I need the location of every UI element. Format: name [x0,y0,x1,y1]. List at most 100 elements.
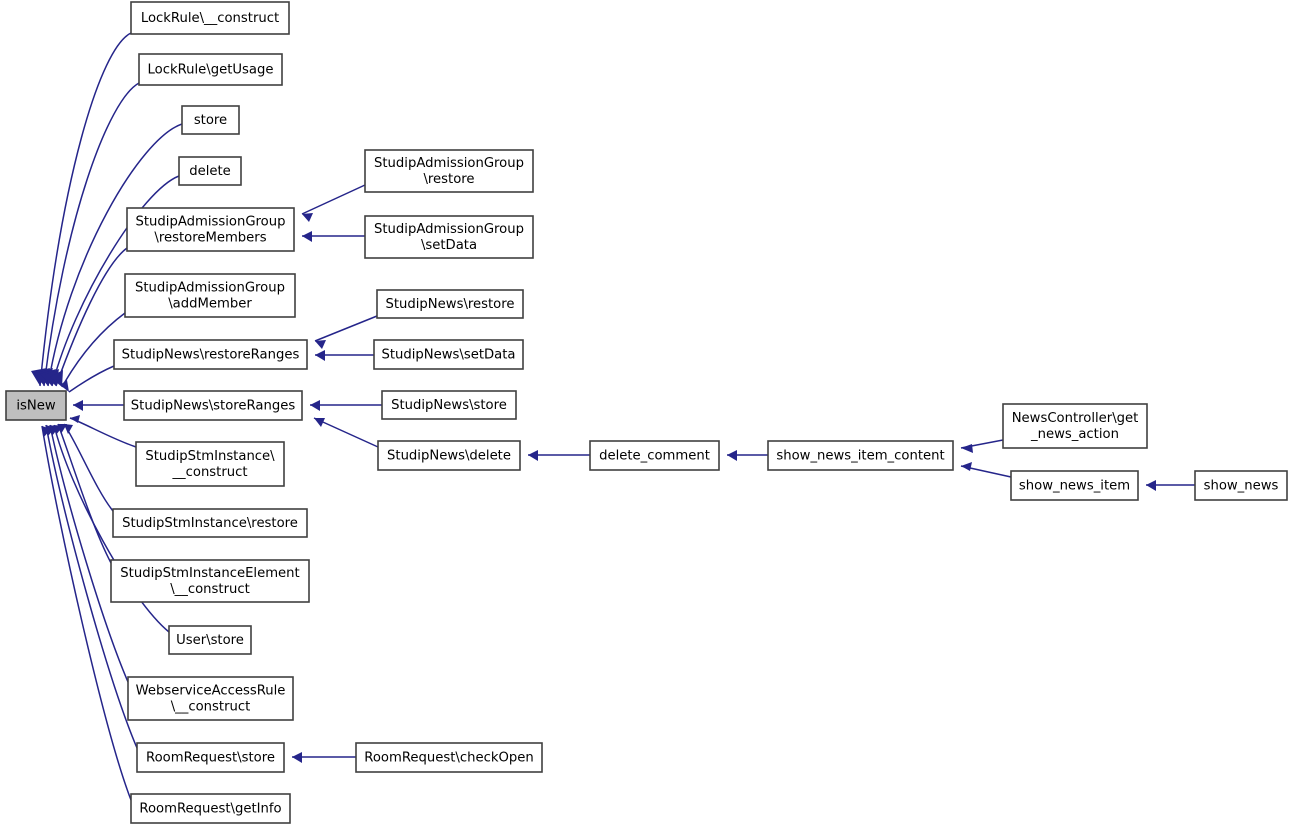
edge-line [51,175,180,387]
node-box[interactable] [130,793,291,824]
node-box[interactable] [136,742,285,773]
node-box[interactable] [1010,470,1139,501]
node-box[interactable] [168,625,252,655]
node-label: StudipNews\restoreRanges [122,348,300,363]
node-label: show_news [1204,479,1279,494]
node-box[interactable] [135,441,285,487]
node-box[interactable] [126,207,295,252]
node-box[interactable] [376,289,524,319]
arrowhead-icon [302,213,313,222]
node-sn_store[interactable]: StudipNews\store [381,390,517,420]
node-box[interactable] [373,339,524,370]
node-box[interactable] [181,105,240,135]
node-show_news_item[interactable]: show_news_item [1010,470,1139,501]
node-box[interactable] [138,53,283,86]
edge-rr_checkopen-to-rr_store [292,752,356,763]
edge-sn_restoreranges-to-isNew [60,365,115,393]
edges-layer [31,32,1195,801]
node-sag_addmember[interactable]: StudipAdmissionGroup\addMember [124,273,296,318]
node-snic[interactable]: show_news_item_content [767,440,954,471]
node-sn_restore[interactable]: StudipNews\restore [376,289,524,319]
arrowhead-icon [314,418,325,427]
edge-line [63,423,114,512]
node-box[interactable] [113,339,308,370]
node-rr_checkopen[interactable]: RoomRequest\checkOpen [355,742,543,773]
node-label: StudipAdmissionGroup\restoreMembers [136,215,286,246]
node-box[interactable] [355,742,543,773]
node-box[interactable] [130,1,290,35]
node-delete_comment[interactable]: delete_comment [589,440,720,471]
node-box[interactable] [364,215,534,259]
node-label: StudipStmInstance\restore [122,516,298,531]
node-delete[interactable]: delete [178,156,242,186]
node-label: User\store [176,633,244,648]
edge-line [47,123,183,387]
arrowhead-icon [727,450,737,461]
edge-sag_addmember-to-isNew [50,312,126,388]
node-label: RoomRequest\store [146,751,275,766]
node-rr_getinfo[interactable]: RoomRequest\getInfo [130,793,291,824]
node-ssi_ctor[interactable]: StudipStmInstance\__construct [135,441,285,487]
node-nc_get_news[interactable]: NewsController\get_news_action [1002,403,1148,449]
arrowhead-icon [73,400,83,411]
node-lockrule_usage[interactable]: LockRule\getUsage [138,53,283,86]
node-sn_delete[interactable]: StudipNews\delete [377,440,521,471]
node-sag_restoremem[interactable]: StudipAdmissionGroup\restoreMembers [126,207,295,252]
node-sag_restore[interactable]: StudipAdmissionGroup\restore [364,149,534,193]
node-lockrule_ctor[interactable]: LockRule\__construct [130,1,290,35]
edge-delete_comment-to-sn_delete [528,450,590,461]
node-sn_restoreranges[interactable]: StudipNews\restoreRanges [113,339,308,370]
arrowhead-icon [42,426,51,437]
arrowhead-icon [50,370,63,387]
node-box[interactable] [5,390,67,421]
arrowhead-icon [310,400,320,411]
edge-line [41,425,132,801]
edge-sn_storeranges-to-isNew [73,400,124,411]
edge-line [61,312,126,388]
edge-sn_delete-to-sn_storeranges [313,417,379,448]
node-box[interactable] [377,440,521,471]
edge-line [49,424,129,683]
node-box[interactable] [178,156,242,186]
node-box[interactable] [381,390,517,420]
edge-show_news_item-to-snic [960,462,1012,478]
node-label: StudipNews\restore [386,297,515,312]
edge-line [55,247,128,387]
node-ssie_ctor[interactable]: StudipStmInstanceElement\__construct [110,559,310,603]
node-isNew[interactable]: isNew [5,390,67,421]
edge-line [39,32,132,387]
node-store[interactable]: store [181,105,240,135]
edge-nc_get_news-to-snic [960,439,1004,453]
arrowhead-icon [292,752,302,763]
edge-line [53,424,170,633]
edge-line [45,424,138,749]
arrowhead-icon [60,380,69,392]
node-show_news[interactable]: show_news [1194,470,1288,501]
node-sag_setdata[interactable]: StudipAdmissionGroup\setData [364,215,534,259]
node-box[interactable] [767,440,954,471]
node-label: StudipAdmissionGroup\setData [374,222,524,253]
edge-war_ctor-to-isNew [49,424,129,683]
node-box[interactable] [589,440,720,471]
node-box[interactable] [112,508,308,538]
node-label: StudipAdmissionGroup\addMember [135,281,285,312]
node-ssi_restore[interactable]: StudipStmInstance\restore [112,508,308,538]
node-box[interactable] [110,559,310,603]
node-rr_store[interactable]: RoomRequest\store [136,742,285,773]
node-box[interactable] [123,390,303,421]
node-box[interactable] [1002,403,1148,449]
node-box[interactable] [124,273,296,318]
arrowhead-icon [961,444,973,453]
node-box[interactable] [127,676,294,721]
node-label: store [194,113,227,128]
node-box[interactable] [1194,470,1288,501]
edge-line [301,184,366,215]
node-box[interactable] [364,149,534,193]
node-user_store[interactable]: User\store [168,625,252,655]
arrowhead-icon [961,462,972,471]
node-sn_storeranges[interactable]: StudipNews\storeRanges [123,390,303,421]
node-label: NewsController\get_news_action [1012,411,1139,442]
node-sn_setdata[interactable]: StudipNews\setData [373,339,524,370]
node-war_ctor[interactable]: WebserviceAccessRule\__construct [127,676,294,721]
edge-sag_restore-to-sag_restoremem [301,184,366,222]
